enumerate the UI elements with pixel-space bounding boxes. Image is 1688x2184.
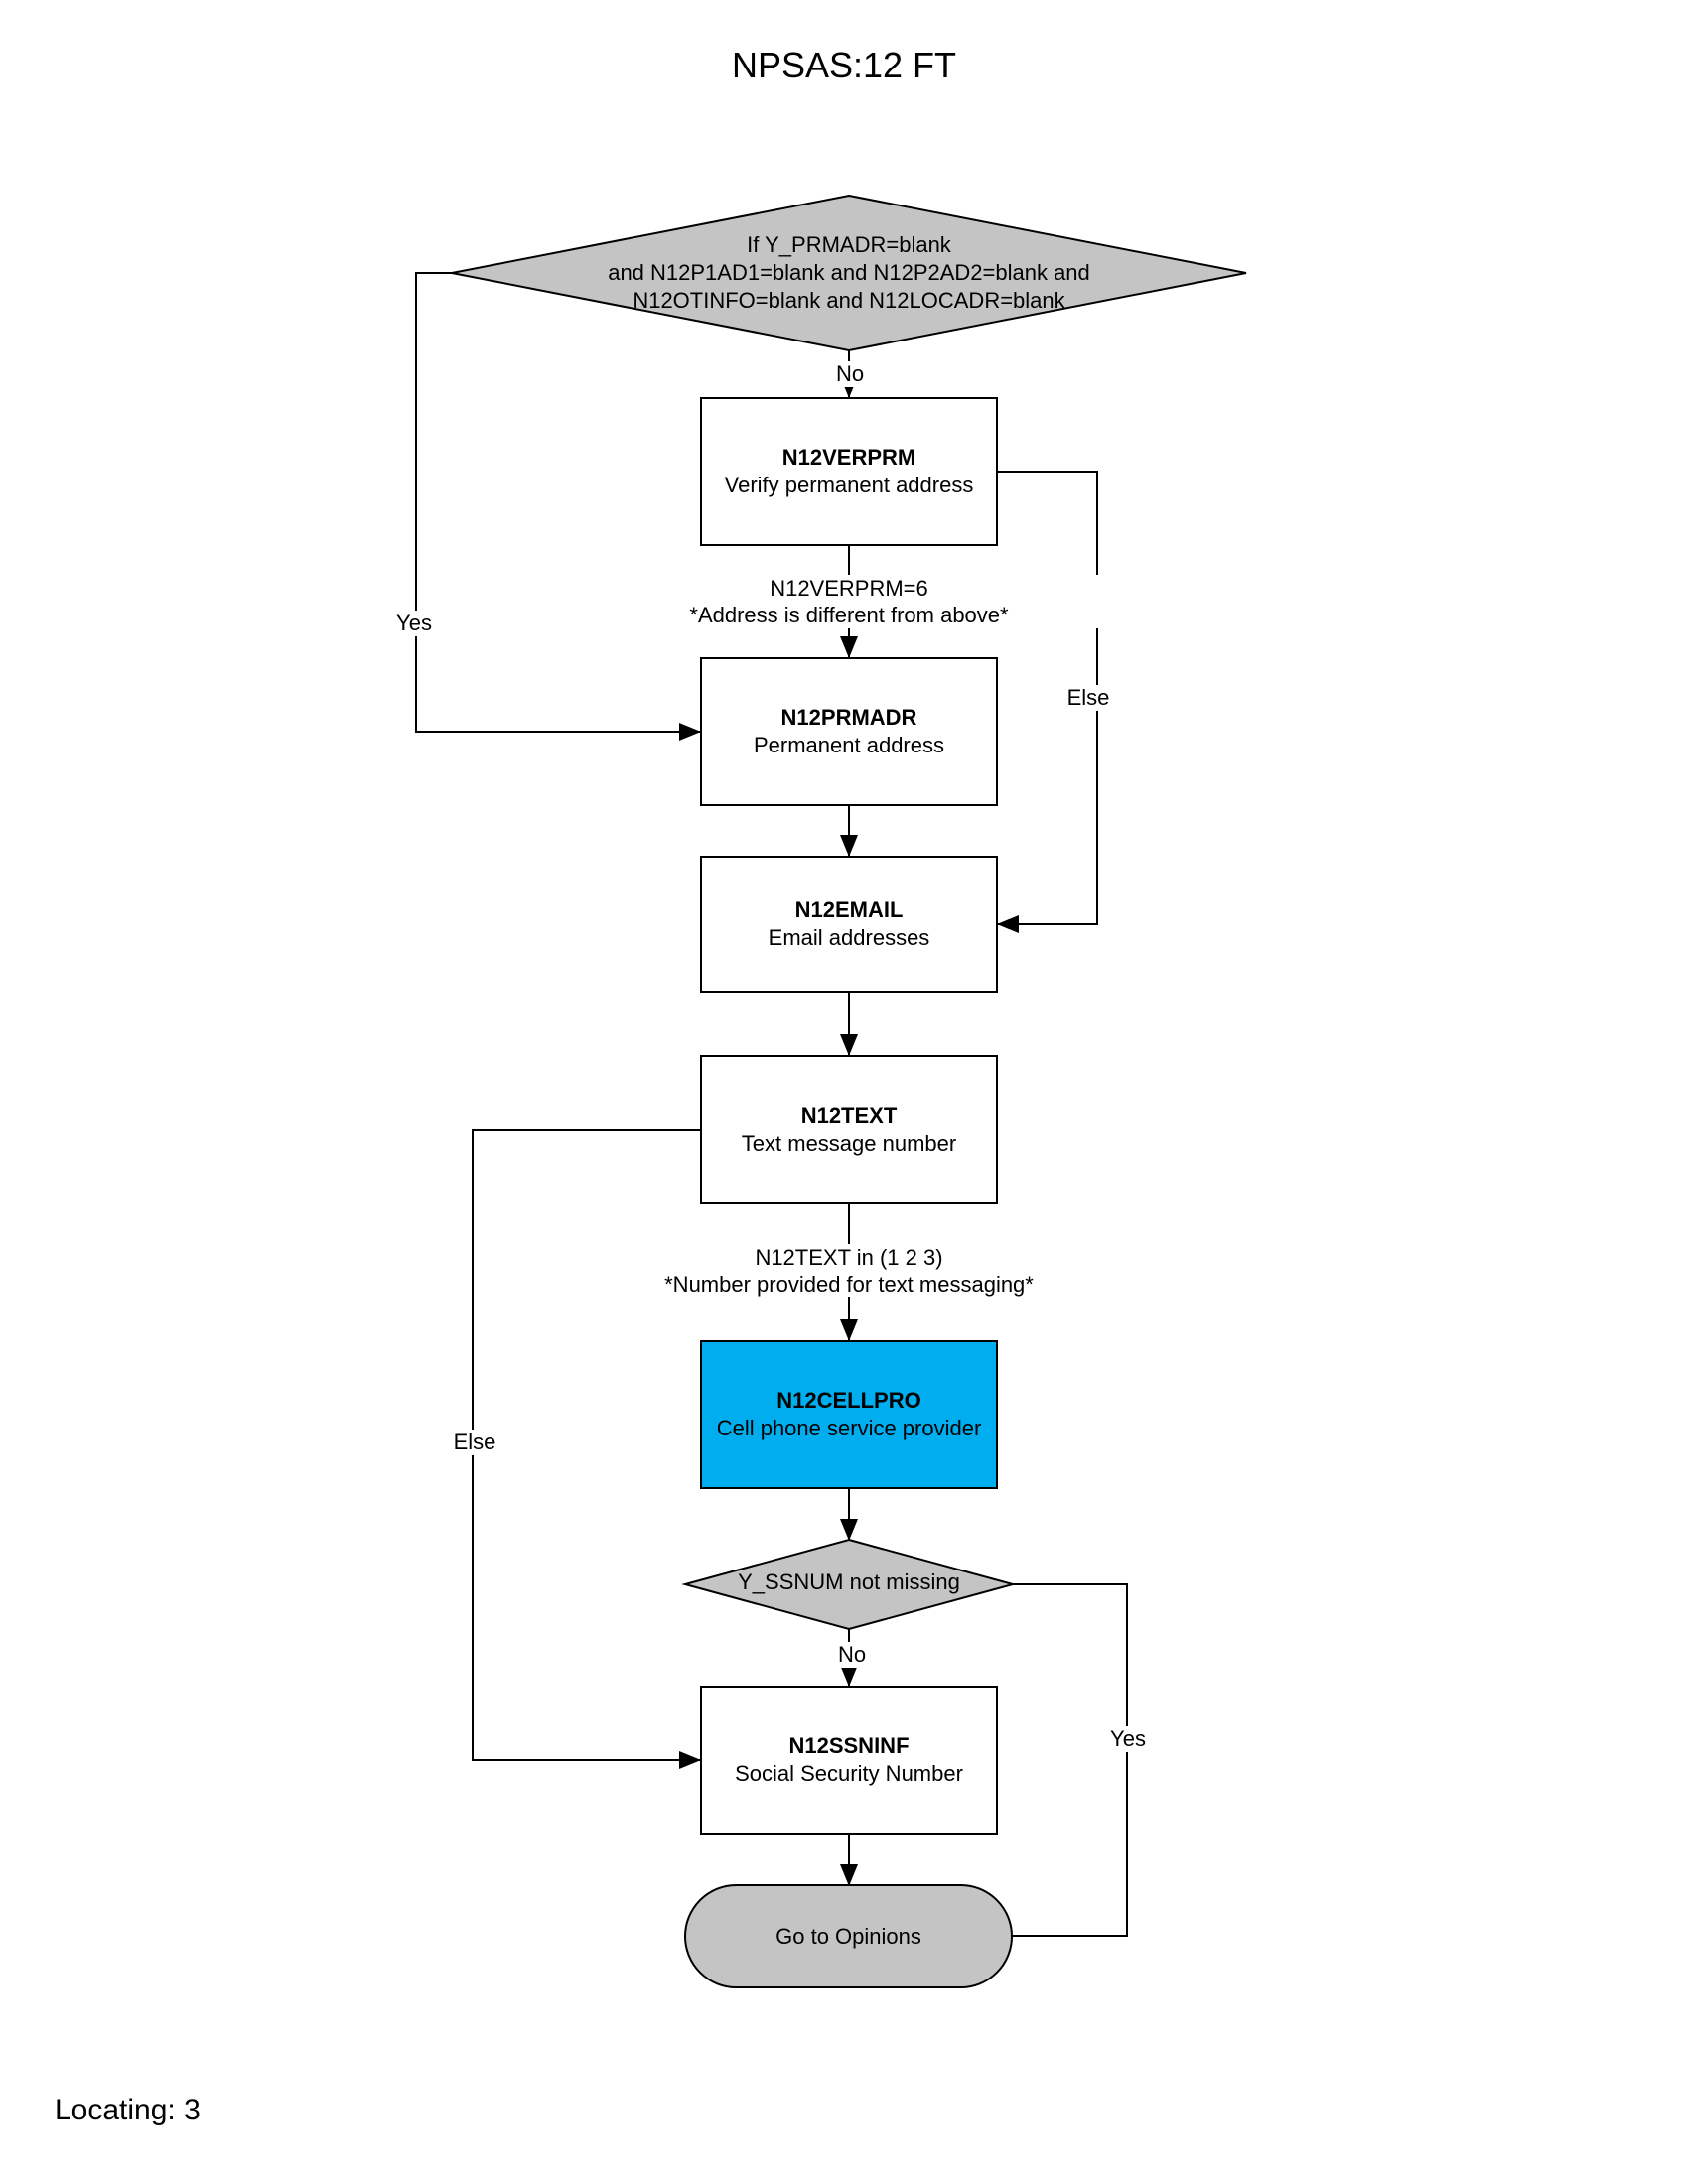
node-n12cellpro-desc: Cell phone service provider bbox=[716, 1416, 982, 1440]
caption-verprm-condition: N12VERPRM=6 *Address is different from a… bbox=[551, 575, 1147, 628]
node-n12ssninf-name: N12SSNINF bbox=[788, 1733, 910, 1758]
node-n12verprm-name: N12VERPRM bbox=[781, 445, 916, 470]
node-n12text-desc: Text message number bbox=[741, 1131, 957, 1156]
node-n12cellpro-name: N12CELLPRO bbox=[776, 1388, 921, 1413]
node-n12text: N12TEXT Text message number bbox=[700, 1055, 998, 1204]
node-n12email-name: N12EMAIL bbox=[794, 897, 904, 922]
node-n12ssninf-desc: Social Security Number bbox=[735, 1761, 963, 1786]
decision-address-blank-text: If Y_PRMADR=blank and N12P1AD1=blank and… bbox=[501, 231, 1196, 315]
caption-text-condition: N12TEXT in (1 2 3) *Number provided for … bbox=[551, 1244, 1147, 1297]
node-n12verprm: N12VERPRM Verify permanent address bbox=[700, 397, 998, 546]
edge-yes-diamond1-to-prmadr bbox=[415, 272, 701, 741]
edge-label-no-2: No bbox=[832, 1642, 872, 1668]
decision-y-ssnum-label: Y_SSNUM not missing bbox=[738, 1570, 960, 1594]
footer-locating: Locating: 3 bbox=[55, 2094, 201, 2126]
node-n12text-name: N12TEXT bbox=[800, 1103, 898, 1128]
decision-address-blank-line1: If Y_PRMADR=blank bbox=[747, 232, 951, 257]
edge-label-yes-2: Yes bbox=[1105, 1726, 1151, 1752]
caption-text-condition-line2: *Number provided for text messaging* bbox=[664, 1272, 1034, 1297]
node-n12verprm-desc: Verify permanent address bbox=[724, 473, 974, 497]
caption-verprm-condition-line2: *Address is different from above* bbox=[689, 603, 1009, 627]
edge-yes-diamond2-to-terminal bbox=[1012, 1583, 1128, 1937]
caption-text-condition-line1: N12TEXT in (1 2 3) bbox=[755, 1245, 943, 1270]
page-title: NPSAS:12 FT bbox=[731, 45, 957, 85]
edge-label-no-1: No bbox=[830, 361, 870, 387]
decision-address-blank-line3: N12OTINFO=blank and N12LOCADR=blank bbox=[633, 288, 1065, 313]
node-n12prmadr-name: N12PRMADR bbox=[780, 705, 917, 730]
node-n12cellpro: N12CELLPRO Cell phone service provider bbox=[700, 1340, 998, 1489]
node-n12email: N12EMAIL Email addresses bbox=[700, 856, 998, 993]
caption-verprm-condition-line1: N12VERPRM=6 bbox=[770, 576, 928, 601]
edge-label-else-2: Else bbox=[448, 1430, 501, 1455]
node-n12ssninf: N12SSNINF Social Security Number bbox=[700, 1686, 998, 1835]
node-n12prmadr: N12PRMADR Permanent address bbox=[700, 657, 998, 806]
edge-else-text-to-ssninf bbox=[472, 1129, 701, 1769]
node-n12prmadr-desc: Permanent address bbox=[754, 733, 944, 757]
decision-address-blank-line2: and N12P1AD1=blank and N12P2AD2=blank an… bbox=[608, 260, 1090, 285]
edge-label-else-1: Else bbox=[1061, 685, 1115, 711]
node-n12email-desc: Email addresses bbox=[768, 925, 930, 950]
edge-label-yes-1: Yes bbox=[391, 611, 437, 636]
terminal-go-to-opinions-label: Go to Opinions bbox=[775, 1924, 921, 1949]
